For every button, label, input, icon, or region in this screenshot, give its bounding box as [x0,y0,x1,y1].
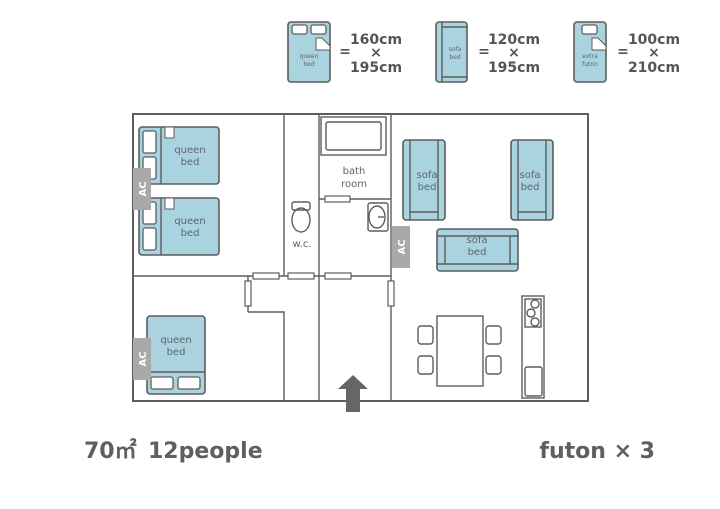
entrance-arrow-icon [338,375,368,412]
svg-text:queen: queen [300,53,319,60]
legend-extra-futon: extra futon = 100cm × 210cm [573,21,680,83]
svg-text:=: = [617,44,629,60]
svg-text:extra: extra [582,53,598,60]
svg-text:queen: queen [160,335,191,346]
svg-text:bed: bed [521,182,540,193]
legend-sofa-bed: sofa bed = 120cm × 195cm [435,21,540,83]
svg-text:sofa: sofa [520,170,541,181]
sink-icon [367,202,389,232]
ac-unit-3: AC [392,226,410,268]
sofa-bed-2: sofa bed [510,139,554,221]
toilet-icon [291,201,311,233]
svg-text:AC: AC [397,239,408,254]
walls [132,113,589,402]
svg-text:×: × [508,45,520,61]
svg-text:bed: bed [167,347,186,358]
svg-text:=: = [478,44,490,60]
svg-text:bed: bed [303,61,315,68]
svg-text:AC: AC [138,181,149,196]
futon-count-label: futon × 3 [539,439,655,464]
futon-icon [573,21,607,83]
svg-text:bed: bed [468,247,487,258]
doors [244,195,395,307]
wc-label: w.c. [292,239,311,250]
kitchen-counter [521,295,545,399]
svg-text:195cm: 195cm [350,60,402,76]
area-label: 70㎡ [84,438,137,464]
sofa-bed-icon [435,21,468,83]
svg-text:bed: bed [449,54,461,61]
svg-text:120cm: 120cm [488,32,540,48]
room-label: room [341,179,367,190]
svg-text:bed: bed [418,182,437,193]
dining-table [417,315,502,387]
svg-text:×: × [370,45,382,61]
svg-text:160cm: 160cm [350,32,402,48]
svg-text:queen: queen [174,145,205,156]
svg-text:futon: futon [582,61,598,68]
svg-text:bed: bed [181,157,200,168]
svg-text:queen: queen [174,216,205,227]
sofa-bed-1: sofa bed [402,139,446,221]
sofa-bed-3: sofa bed [436,228,519,272]
svg-text:bed: bed [181,228,200,239]
capacity-label: 12people [148,439,263,464]
queen-bed-3: queen bed [146,315,206,395]
svg-text:=: = [339,44,351,60]
svg-text:195cm: 195cm [488,60,540,76]
legend-queen-bed: queen bed = 160cm × 195cm [287,21,402,83]
svg-text:sofa: sofa [417,170,438,181]
bath-label: bath [343,166,366,177]
svg-text:210cm: 210cm [628,60,680,76]
svg-text:×: × [648,45,660,61]
svg-text:100cm: 100cm [628,32,680,48]
bathtub [320,116,387,156]
svg-text:sofa: sofa [467,235,488,246]
ac-unit-1: AC [133,168,151,210]
ac-unit-2: AC [133,338,151,380]
queen-bed-icon [287,21,331,83]
svg-text:AC: AC [138,351,149,366]
svg-text:sofa: sofa [449,46,462,53]
